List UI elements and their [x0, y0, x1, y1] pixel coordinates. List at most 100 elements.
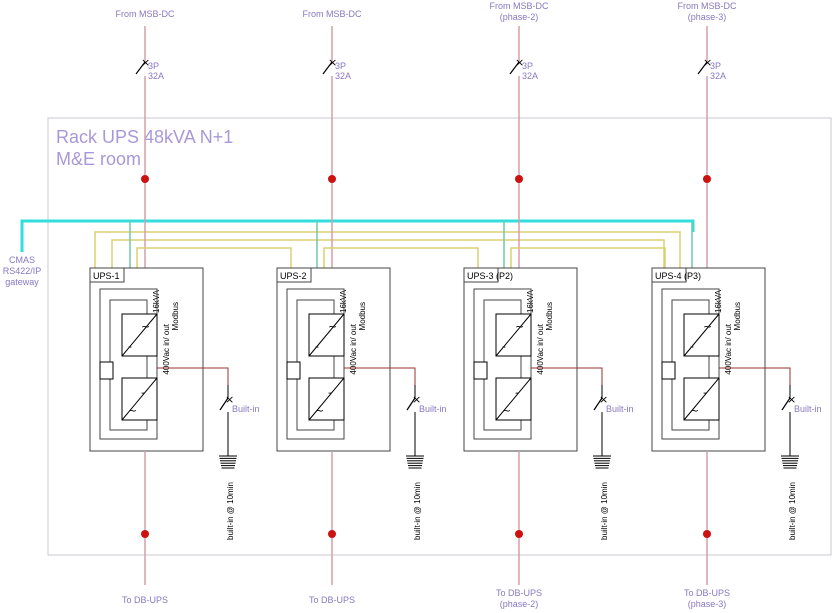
breaker-blade	[135, 61, 146, 75]
rectifier-diagonal	[683, 313, 720, 357]
inverter-diagonal	[683, 377, 720, 421]
junction-node-top	[141, 175, 149, 183]
rectifier-dc-symbol: -	[690, 340, 694, 353]
junction-node-top	[515, 175, 523, 183]
breaker-blade	[697, 61, 708, 75]
dest-label-2: To DB-UPS	[309, 595, 355, 605]
breaker-mark: ×	[328, 56, 337, 69]
ups-label-box	[651, 267, 687, 283]
breaker-rating-label: 32A	[710, 71, 726, 81]
ups-label-1: UPS-1	[93, 271, 120, 281]
junction-node-bottom	[703, 530, 711, 538]
inverter-dc-symbol: -	[141, 386, 145, 399]
dc-link-wire	[157, 367, 229, 385]
battery-switch-label: Built-in	[794, 404, 822, 414]
static-switch	[473, 361, 488, 380]
rectifier-dc-symbol: -	[128, 340, 132, 353]
breaker-poles-label: 3P	[710, 61, 721, 71]
breaker-mark: ×	[515, 56, 524, 69]
ups-spec-voltage: 400Vac in/ out	[724, 323, 733, 374]
ups-label-2: UPS-2	[280, 271, 307, 281]
inverter-diagonal	[308, 377, 345, 421]
rectifier-diagonal	[308, 313, 345, 357]
breaker-mark: ×	[703, 56, 712, 69]
rectifier-ac-symbol: ~	[515, 320, 524, 333]
battery-switch-blade	[593, 397, 603, 411]
ups-spec-protocol: Modbus	[358, 302, 367, 330]
breaker-poles-label: 3P	[148, 61, 159, 71]
source-label-3: From MSB-DC	[490, 1, 549, 11]
battery-runtime-label: built-in @ 10min	[413, 482, 422, 540]
breaker-poles-label: 3P	[522, 61, 533, 71]
source-label-1: From MSB-DC	[116, 9, 175, 19]
dc-link-wire	[531, 367, 603, 385]
breaker-rating-label: 32A	[335, 71, 351, 81]
ups-label-box	[276, 267, 312, 283]
source-phase-label-4: (phase-3)	[688, 12, 727, 22]
static-switch	[99, 361, 114, 380]
communication-bus	[20, 219, 695, 252]
rectifier-ac-symbol: ~	[328, 320, 337, 333]
rack-title-line2: M&E room	[56, 149, 141, 169]
inverter-ac-symbol: ~	[315, 404, 324, 417]
inverter-diagonal	[121, 377, 158, 421]
battery-switch-mark: ×	[412, 393, 421, 406]
ups-spec-protocol: Modbus	[171, 302, 180, 330]
dest-label-3: To DB-UPS	[496, 588, 542, 598]
dc-link-wire	[344, 367, 416, 385]
battery-switch-mark: ×	[225, 393, 234, 406]
dest-phase-label-3: (phase-2)	[500, 599, 539, 609]
battery-runtime-label: built-in @ 10min	[600, 482, 609, 540]
rectifier-ac-symbol: ~	[703, 320, 712, 333]
comm-daisy-chain	[136, 247, 292, 282]
breaker-blade	[509, 61, 520, 75]
breaker-rating-label: 32A	[522, 71, 538, 81]
junction-node-bottom	[515, 530, 523, 538]
inverter-ac-symbol: ~	[128, 404, 137, 417]
battery-runtime-label: built-in @ 10min	[226, 482, 235, 540]
ups-spec-protocol: Modbus	[545, 302, 554, 330]
comm-wire-yellow	[94, 231, 681, 268]
battery-switch-blade	[781, 397, 791, 411]
rectifier-diagonal	[121, 313, 158, 357]
static-switch	[286, 361, 301, 380]
inverter-dc-symbol: -	[515, 386, 519, 399]
battery-switch-mark: ×	[599, 393, 608, 406]
dc-link-wire	[719, 367, 791, 385]
inverter-ac-symbol: ~	[690, 404, 699, 417]
junction-node-top	[328, 175, 336, 183]
battery-switch-blade	[219, 397, 229, 411]
rectifier-dc-symbol: -	[502, 340, 506, 353]
source-label-2: From MSB-DC	[303, 9, 362, 19]
junction-node-bottom	[141, 530, 149, 538]
inverter-ac-symbol: ~	[502, 404, 511, 417]
junction-node-top	[703, 175, 711, 183]
rectifier-diagonal	[495, 313, 532, 357]
battery-switch-mark: ×	[787, 393, 796, 406]
ups-label-4: UPS-4 (P3)	[655, 271, 701, 281]
rectifier-ac-symbol: ~	[141, 320, 150, 333]
comm-wire-yellow-2	[111, 239, 665, 268]
battery-switch-label: Built-in	[232, 404, 260, 414]
ups-spec-voltage: 400Vac in/ out	[162, 323, 171, 374]
ups-spec-protocol: Modbus	[733, 302, 742, 330]
junction-node-bottom	[328, 530, 336, 538]
ups-label-box	[463, 267, 499, 283]
battery-runtime-label: built-in @ 10min	[788, 482, 797, 540]
dest-phase-label-4: (phase-3)	[688, 599, 727, 609]
inverter-dc-symbol: -	[328, 386, 332, 399]
dest-label-4: To DB-UPS	[684, 588, 730, 598]
breaker-blade	[322, 61, 333, 75]
ups-spec-voltage: 400Vac in/ out	[536, 323, 545, 374]
static-switch	[661, 361, 676, 380]
gateway-label-line1: CMAS	[9, 255, 35, 265]
breaker-poles-label: 3P	[335, 61, 346, 71]
breaker-rating-label: 32A	[148, 71, 164, 81]
gateway-label-line2: RS422/IP	[3, 266, 42, 276]
rectifier-dc-symbol: -	[315, 340, 319, 353]
ups-spec-voltage: 400Vac in/ out	[349, 323, 358, 374]
ups-label-3: UPS-3 (P2)	[467, 271, 513, 281]
comm-daisy-chain	[323, 247, 479, 282]
rack-enclosure	[47, 117, 832, 556]
